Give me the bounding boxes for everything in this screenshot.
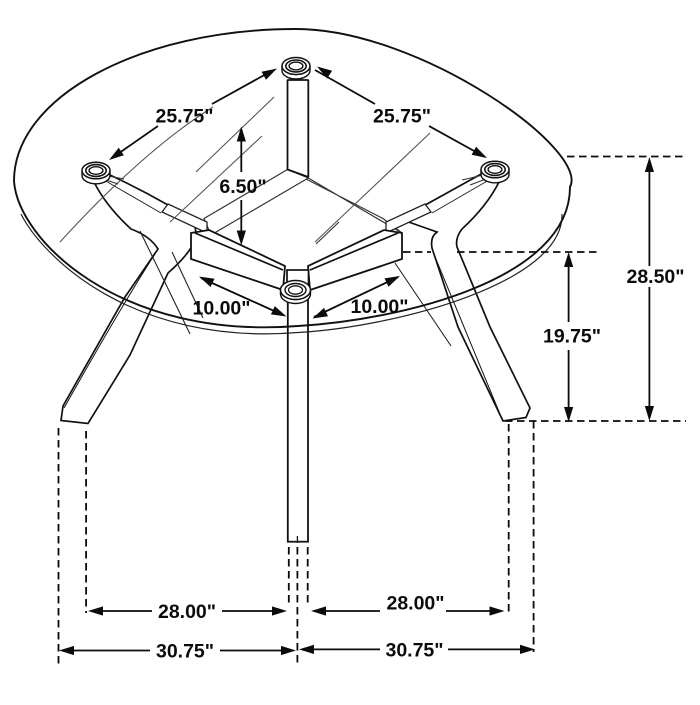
svg-text:28.50": 28.50" xyxy=(626,266,684,288)
svg-text:10.00": 10.00" xyxy=(192,298,250,320)
svg-text:10.00": 10.00" xyxy=(350,296,408,318)
svg-text:28.00": 28.00" xyxy=(386,593,444,615)
svg-text:6.50": 6.50" xyxy=(219,176,266,198)
svg-text:25.75": 25.75" xyxy=(373,106,431,128)
svg-text:19.75": 19.75" xyxy=(543,326,601,348)
svg-text:25.75": 25.75" xyxy=(155,106,213,128)
svg-text:30.75": 30.75" xyxy=(156,641,214,663)
svg-text:28.00": 28.00" xyxy=(158,601,216,623)
svg-text:30.75": 30.75" xyxy=(385,640,443,662)
